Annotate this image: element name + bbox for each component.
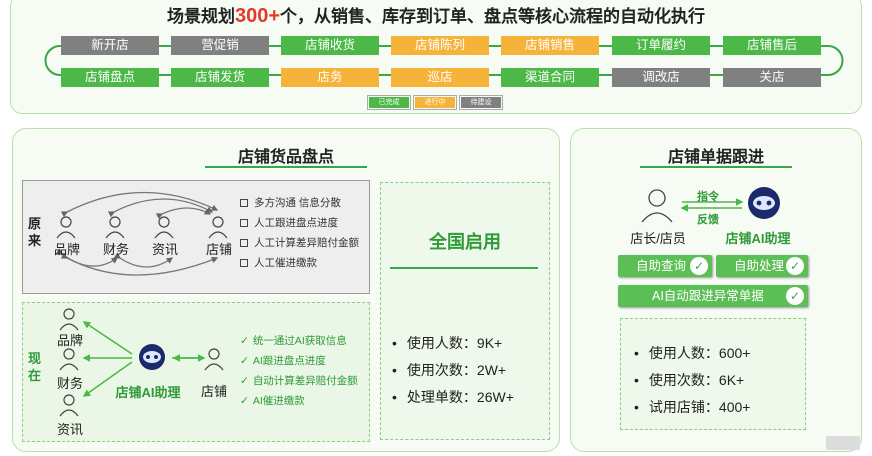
- document-stats-box: [620, 318, 806, 430]
- stat-orders: •处理单数：26W+: [392, 389, 514, 405]
- before-item-1: 多方沟通 信息分散: [240, 195, 341, 210]
- before-person-it: 资讯: [151, 242, 178, 257]
- process-fulfillment: 订单履约: [612, 36, 710, 55]
- before-item-3: 人工计算差异赔付金额: [240, 235, 359, 250]
- process-store-adjustment: 调改店: [612, 68, 710, 87]
- stat-users: •使用人数：9K+: [392, 335, 503, 351]
- ai-robot-icon: [748, 187, 780, 219]
- process-promotion: 营促销: [171, 36, 269, 55]
- stat-uses: •使用次数：2W+: [392, 362, 507, 378]
- before-label: 原来: [28, 216, 42, 248]
- stat-right-stores: •试用店铺：400+: [634, 399, 751, 415]
- before-box: [22, 180, 370, 294]
- process-display: 店铺陈列: [391, 36, 489, 55]
- legend-in-progress: 进行中: [413, 95, 457, 110]
- now-item-3: ✓自动计算差异赔付金额: [240, 375, 358, 387]
- now-person-finance: 财务: [56, 376, 83, 391]
- now-item-4: ✓AI催进缴款: [240, 395, 305, 407]
- process-channel-contract: 渠道合同: [501, 68, 599, 87]
- now-label: 现在: [28, 351, 42, 383]
- store-staff-label: 店长/店员: [630, 231, 686, 246]
- check-circle-icon: ✓: [786, 287, 804, 305]
- process-inspection: 巡店: [391, 68, 489, 87]
- before-person-finance: 财务: [102, 242, 129, 257]
- arrow-command-label: 指令: [697, 191, 719, 203]
- checkbox-icon: [240, 219, 248, 227]
- process-new-store: 新开店: [61, 36, 159, 55]
- self-handle-button[interactable]: 自助处理✓: [716, 255, 808, 277]
- arrow-feedback-label: 反馈: [697, 214, 719, 226]
- now-person-store: 店铺: [200, 384, 227, 399]
- title-highlight: 300+: [234, 5, 281, 27]
- process-after-sales: 店铺售后: [723, 36, 821, 55]
- ai-followup-button[interactable]: AI自动跟进异常单据✓: [618, 285, 808, 307]
- title-prefix: 场景规划: [166, 7, 235, 26]
- legend-pending: 待建设: [459, 95, 503, 110]
- stat-right-users: •使用人数：600+: [634, 345, 751, 361]
- now-person-it: 资讯: [56, 422, 83, 437]
- checkmark-icon: ✓: [240, 375, 249, 387]
- stocktake-title: 店铺货品盘点: [237, 149, 334, 166]
- process-receiving: 店铺收货: [281, 36, 379, 55]
- self-query-button[interactable]: 自助查询✓: [618, 255, 712, 277]
- person-icon: [641, 189, 673, 223]
- title-suffix: 个，从销售、库存到订单、盘点等核心流程的自动化执行: [280, 7, 706, 26]
- title-underline: [640, 166, 792, 168]
- now-item-2: ✓AI跟进盘点进度: [240, 355, 326, 367]
- checkmark-icon: ✓: [240, 335, 249, 347]
- flow-connector: [44, 45, 844, 76]
- process-stocktake: 店铺盘点: [61, 68, 159, 87]
- title-underline: [205, 166, 367, 168]
- rollout-divider: [390, 267, 538, 269]
- process-store-affairs: 店务: [281, 68, 379, 87]
- process-shipping: 店铺发货: [171, 68, 269, 87]
- process-store-closing: 关店: [723, 68, 821, 87]
- check-circle-icon: ✓: [786, 257, 804, 275]
- legend-done: 已完成: [367, 95, 411, 110]
- checkbox-icon: [240, 259, 248, 267]
- process-overview-panel: [10, 0, 862, 114]
- before-relations-diagram: [55, 191, 228, 276]
- command-feedback-diagram: [641, 187, 780, 223]
- process-sales: 店铺销售: [501, 36, 599, 55]
- rollout-label: 全国启用: [429, 232, 501, 252]
- now-box: [22, 302, 370, 442]
- checkbox-icon: [240, 239, 248, 247]
- stat-right-uses: •使用次数：6K+: [634, 372, 745, 388]
- now-item-1: ✓统一通过AI获取信息: [240, 335, 347, 347]
- before-item-4: 人工催进缴款: [240, 255, 317, 270]
- watermark-logo: [826, 436, 860, 450]
- before-person-brand: 品牌: [53, 242, 80, 257]
- now-relations-diagram: [59, 308, 224, 417]
- now-ai-assistant-label: 店铺AI助理: [115, 385, 181, 400]
- stocktake-stats-box: [380, 182, 550, 440]
- before-item-2: 人工跟进盘点进度: [240, 215, 338, 230]
- checkbox-icon: [240, 199, 248, 207]
- ai-robot-icon: [139, 344, 165, 370]
- checkmark-icon: ✓: [240, 355, 249, 367]
- now-person-brand: 品牌: [56, 333, 83, 348]
- before-person-store: 店铺: [205, 242, 232, 257]
- document-tracking-title: 店铺单据跟进: [667, 149, 764, 166]
- check-circle-icon: ✓: [690, 257, 708, 275]
- checkmark-icon: ✓: [240, 395, 249, 407]
- right-ai-assistant-label: 店铺AI助理: [725, 231, 791, 246]
- page-title: 场景规划300+个，从销售、库存到订单、盘点等核心流程的自动化执行: [0, 2, 872, 28]
